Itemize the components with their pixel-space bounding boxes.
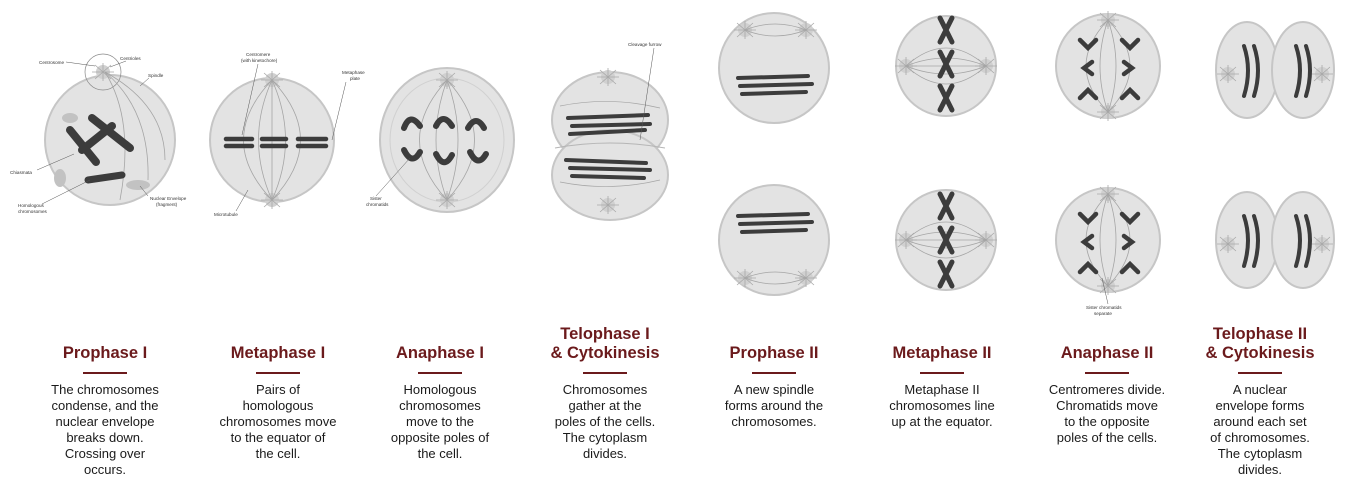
cell-prophase-1: Centrosome Centrioles Spindle Chiasmata … xyxy=(10,54,187,214)
title-underline xyxy=(752,372,796,374)
stage-title: Anaphase II xyxy=(1022,344,1192,363)
label-centromere-2: (with kinetochore) xyxy=(241,58,278,63)
stage-title: Anaphase I xyxy=(355,344,525,363)
stage-title: Prophase II xyxy=(689,344,859,363)
label-centrioles: Centrioles xyxy=(120,56,141,61)
cell-metaphase-1: Centromere (with kinetochore) Metaphase … xyxy=(210,52,365,217)
label-cleavage-furrow: Cleavage furrow xyxy=(628,42,662,47)
stage-anaphase-2: Anaphase II Centromeres divide.Chromatid… xyxy=(1022,344,1192,446)
label-metaphase-plate-1: Metaphase xyxy=(342,70,365,75)
cell-anaphase-1: Sister chromatids xyxy=(366,68,514,212)
cell-telophase-2-top xyxy=(1216,22,1334,118)
cell-prophase-2-bottom xyxy=(719,185,829,295)
cell-metaphase-2-bottom xyxy=(895,190,997,290)
label-envelope-2: (fragment) xyxy=(156,202,178,207)
stage-title: Telophase I& Cytokinesis xyxy=(510,325,700,363)
title-underline xyxy=(256,372,300,374)
cell-telophase-1: Cleavage furrow xyxy=(552,42,668,220)
title-underline xyxy=(1238,372,1282,374)
label-envelope-1: Nuclear Envelope xyxy=(150,196,187,201)
meiosis-diagram: Centrosome Centrioles Spindle Chiasmata … xyxy=(0,0,1345,330)
cell-prophase-2-top xyxy=(719,13,829,123)
stage-title: Prophase I xyxy=(20,344,190,363)
title-underline xyxy=(83,372,127,374)
label-homologous-1: Homologous xyxy=(18,203,44,208)
stage-title: Metaphase II xyxy=(857,344,1027,363)
title-underline xyxy=(920,372,964,374)
label-sister-1: Sister xyxy=(370,196,382,201)
stage-title: Telophase II& Cytokinesis xyxy=(1180,325,1340,363)
label-chiasmata: Chiasmata xyxy=(10,170,32,175)
label-metaphase-plate-2: plate xyxy=(350,76,360,81)
cell-anaphase-2-top xyxy=(1056,11,1160,121)
title-underline xyxy=(583,372,627,374)
label-sister-2: chromatids xyxy=(366,202,389,207)
title-underline xyxy=(1085,372,1129,374)
label-spindle: Spindle xyxy=(148,73,164,78)
label-centromere-1: Centromere xyxy=(246,52,271,57)
label-centrosome: Centrosome xyxy=(39,60,64,65)
label-microtubule: Microtubule xyxy=(214,212,238,217)
title-underline xyxy=(418,372,462,374)
stage-title: Metaphase I xyxy=(193,344,363,363)
cell-telophase-2-bottom xyxy=(1216,192,1334,288)
label-sister-opposite-2: separate xyxy=(1094,311,1112,316)
cell-anaphase-2-bottom: Sister chromatids separate xyxy=(1056,185,1160,316)
cell-metaphase-2-top xyxy=(895,16,997,116)
label-sister-opposite-1: Sister chromatids xyxy=(1086,305,1122,310)
label-homologous-2: chromosomes xyxy=(18,209,48,214)
